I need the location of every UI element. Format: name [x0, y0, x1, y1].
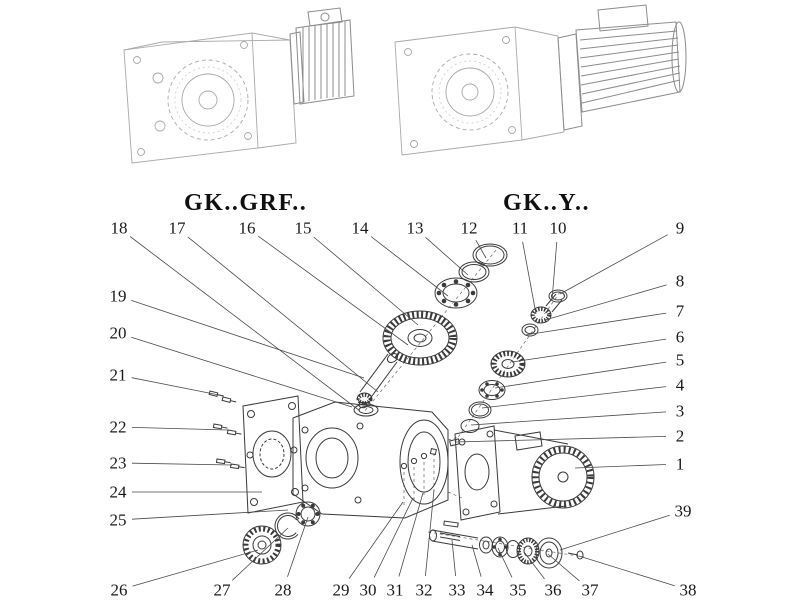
variant-label-y: GK..Y..	[503, 190, 590, 216]
output-gear-parts-drawing	[242, 501, 321, 565]
motor-drawing	[454, 425, 595, 521]
variant-label-grf: GK..GRF..	[184, 190, 308, 216]
leader-lines	[129, 234, 675, 587]
fasteners-29-32-drawing	[400, 448, 437, 470]
input-gear-assembly-drawing	[356, 243, 508, 409]
gearbox-y-drawing	[394, 4, 687, 156]
gearbox-grf-drawing	[123, 7, 355, 164]
flange-plate-drawing	[242, 395, 304, 514]
bevel-pinion-assembly-drawing	[449, 289, 568, 447]
output-shaft-assembly-drawing	[429, 520, 584, 569]
housing-drawing	[292, 401, 449, 519]
